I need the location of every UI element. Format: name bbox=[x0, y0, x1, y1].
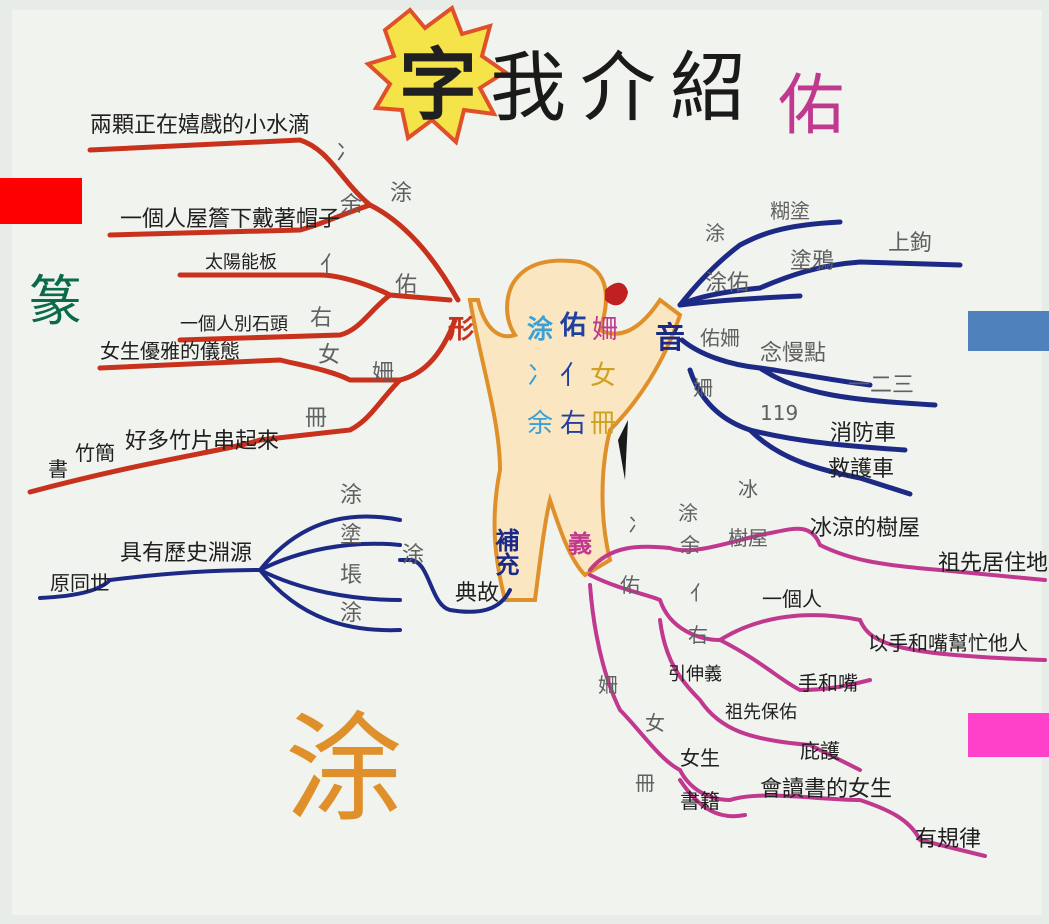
leaf: 女生優雅的儀態 bbox=[100, 339, 240, 363]
branch-item: 樹屋 bbox=[728, 526, 768, 550]
center-char: 涂 bbox=[527, 314, 553, 345]
branch-item: 佑姍 bbox=[700, 326, 740, 350]
center-char: 右 bbox=[560, 409, 586, 439]
center-figure: 涂 佑 姍 冫 亻 女 余 右 冊 形 音 補充 義 bbox=[448, 258, 685, 602]
right-branch-text: 涂 糊塗 涂佑 塗鴉 上鉤 佑姍 念慢點 一二三 姍 119 消防車 救護車 bbox=[693, 199, 932, 482]
branch-item: 姍 bbox=[598, 673, 618, 697]
figure-body bbox=[467, 258, 683, 602]
branch-item: 涂 bbox=[705, 221, 725, 245]
variant-root: 涂 bbox=[402, 543, 424, 568]
branch-item: 冫 bbox=[628, 513, 648, 537]
marker-blue bbox=[968, 311, 1049, 351]
branch-item: 涂 bbox=[678, 501, 698, 525]
center-char: 女 bbox=[590, 361, 616, 391]
branch-item: 119 bbox=[760, 401, 798, 425]
leaf: 書 bbox=[48, 457, 68, 481]
origin-label: 原同世 bbox=[50, 571, 110, 595]
bottom-left-branch bbox=[38, 514, 512, 633]
right-branch bbox=[677, 219, 963, 497]
figure-hair bbox=[605, 282, 628, 306]
branch-item: 一個人 bbox=[762, 587, 822, 611]
label-supplement: 補充 bbox=[491, 528, 520, 577]
branch-char: 姍 bbox=[372, 361, 394, 386]
branch-item: 以手和嘴幫忙他人 bbox=[868, 631, 1028, 655]
branch-item: 念慢點 bbox=[760, 341, 826, 366]
center-char: 余 bbox=[527, 409, 553, 439]
center-char: 佑 bbox=[559, 311, 586, 341]
branch-item: 亻 bbox=[690, 581, 710, 605]
bottom-right-branch-text: 冫 涂 冰 余 樹屋 冰涼的樹屋 祖先居住地 佑 亻 一個人 右 手和嘴 以手和… bbox=[598, 477, 1048, 852]
branch-item: 涂佑 bbox=[705, 271, 749, 296]
variant: 㙊 bbox=[340, 563, 362, 588]
branch-item: 救護車 bbox=[828, 457, 894, 482]
branch-char: 佑 bbox=[395, 273, 417, 298]
footer-glyph: 涂 bbox=[285, 700, 403, 838]
label-meaning: 義 bbox=[568, 530, 592, 558]
branch-item: 塗鴉 bbox=[790, 249, 834, 274]
branch-char: 冫 bbox=[336, 141, 358, 166]
branch-char: 涂 bbox=[390, 181, 412, 206]
bottom-left-branch-text: 典故 涂 涂 塗 㙊 涂 具有歷史淵源 原同世 bbox=[50, 483, 499, 626]
left-branch bbox=[27, 137, 461, 495]
title-burst bbox=[364, 4, 509, 146]
branch-item: 姍 bbox=[693, 376, 713, 400]
leaf: 好多竹片串起來 bbox=[125, 429, 279, 454]
marker-red bbox=[0, 178, 82, 224]
branch-item: 庇護 bbox=[800, 739, 840, 763]
title-side-char: 佑 bbox=[778, 67, 844, 144]
branch-item: 女生 bbox=[680, 746, 720, 770]
hub-label: 典故 bbox=[455, 581, 499, 606]
branch-char: 女 bbox=[318, 343, 340, 368]
leaf: 竹簡 bbox=[75, 441, 115, 465]
variant: 塗 bbox=[340, 523, 362, 548]
branch-char: 右 bbox=[310, 306, 332, 331]
branch-char: 冊 bbox=[305, 406, 327, 431]
leaf: 一個人別石頭 bbox=[180, 314, 288, 335]
branch-item: 冰涼的樹屋 bbox=[810, 516, 920, 541]
title: 字 我介紹 佑 bbox=[364, 4, 844, 146]
branch-item: 冰 bbox=[738, 477, 758, 501]
branch-item: 手和嘴 bbox=[798, 671, 858, 695]
center-char: 亻 bbox=[560, 361, 586, 391]
branch-item: 消防車 bbox=[830, 421, 896, 446]
branch-char: 亻 bbox=[320, 253, 342, 278]
branch-char: 余 bbox=[340, 193, 362, 218]
branch-item: 右 bbox=[688, 623, 708, 647]
branch-item: 糊塗 bbox=[770, 199, 810, 223]
center-char: 姍 bbox=[592, 315, 618, 345]
branch-item: 一二三 bbox=[848, 373, 914, 398]
center-char: 冊 bbox=[590, 409, 616, 439]
leaf: 兩顆正在嬉戲的小水滴 bbox=[90, 113, 310, 138]
title-badge: 字 bbox=[399, 41, 477, 131]
branch-item: 佑 bbox=[620, 573, 640, 597]
branch-item: 會讀書的女生 bbox=[760, 777, 892, 802]
seal-script-glyph: 篆 bbox=[28, 270, 82, 333]
figure-brush bbox=[618, 420, 628, 480]
variant: 涂 bbox=[340, 601, 362, 626]
leaf: 一個人屋簷下戴著帽子 bbox=[120, 207, 340, 232]
branch-item: 女 bbox=[645, 711, 665, 735]
left-branch-text: 兩顆正在嬉戲的小水滴 一個人屋簷下戴著帽子 太陽能板 一個人別石頭 女生優雅的儀… bbox=[28, 113, 417, 481]
branch-item: 余 bbox=[680, 533, 700, 557]
branch-item: 冊 bbox=[635, 771, 655, 795]
branch-item: 祖先居住地 bbox=[938, 551, 1048, 576]
leaf: 太陽能板 bbox=[205, 252, 277, 273]
branch-item: 上鉤 bbox=[888, 231, 932, 256]
variant: 涂 bbox=[340, 483, 362, 508]
center-char: 冫 bbox=[527, 361, 553, 391]
marker-pink bbox=[968, 713, 1049, 757]
title-text: 我介紹 bbox=[490, 43, 760, 132]
branch-item: 書籍 bbox=[680, 789, 720, 813]
branch-item: 有規律 bbox=[915, 827, 981, 852]
history-label: 具有歷史淵源 bbox=[120, 541, 252, 566]
bottom-right-branch bbox=[588, 526, 1047, 858]
branch-item: 引伸義 bbox=[668, 664, 722, 685]
branch-item: 祖先保佑 bbox=[725, 702, 797, 723]
